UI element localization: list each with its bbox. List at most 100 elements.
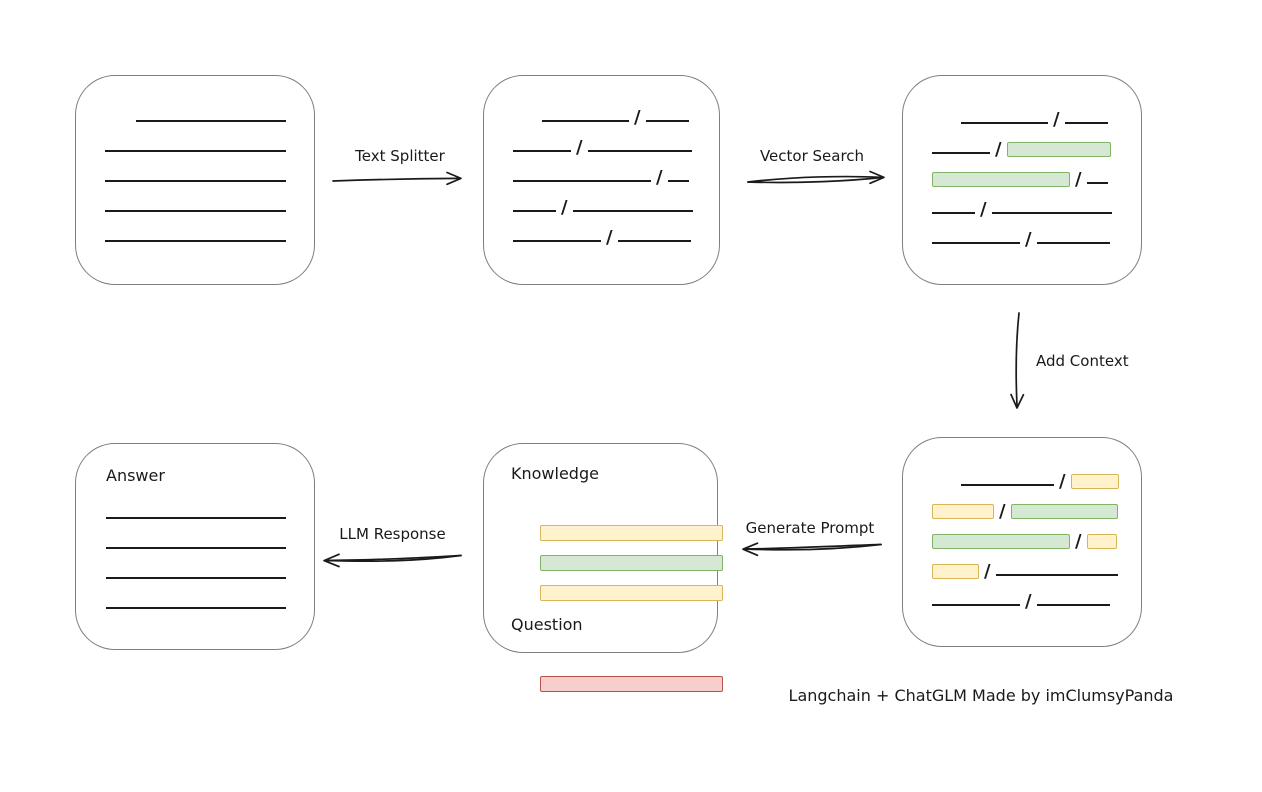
content-row [106,521,314,551]
prompt-box-content: Knowledge Question [484,444,723,692]
red-chunk-bar [540,676,723,692]
slash-separator: / [561,197,568,218]
text-line [513,210,556,212]
green-chunk-bar [932,534,1070,549]
add-context-arrow-icon [1010,312,1025,409]
content-row: / [932,529,1141,552]
yellow-chunk-bar [932,504,994,519]
text-line [105,150,286,152]
text-line [995,574,1118,576]
content-row [105,105,314,125]
green-chunk-bar [540,555,723,571]
text-line [106,607,286,609]
yellow-chunk-bar [1086,534,1117,549]
knowledge-bars [511,496,723,601]
text-line [961,122,1048,124]
split-chunks-box: / / / / / [483,75,720,285]
text-line [1064,122,1108,124]
chunk-lines: / / / / / [484,76,719,247]
text-line [932,242,1020,244]
text-line [136,120,286,122]
text-line [105,210,286,212]
retrieved-chunk-lines: ///// [903,76,1141,250]
text-line [105,240,286,242]
text-line [513,240,601,242]
content-row: / [932,227,1141,250]
slash-separator: / [1059,471,1066,492]
vector-search-arrow-icon [747,170,885,185]
text-line [513,180,651,182]
content-row [106,551,314,581]
green-chunk-bar [1010,504,1118,519]
content-row: / [932,197,1141,220]
caption: Langchain + ChatGLM Made by imClumsyPand… [788,686,1174,705]
text-line [542,120,629,122]
text-line [667,180,689,182]
content-row: / [932,137,1141,160]
content-row [540,555,723,571]
content-row [106,581,314,611]
yellow-chunk-bar [540,525,723,541]
content-row: / [513,225,719,247]
content-row [105,165,314,185]
text-line [1036,604,1110,606]
prompt-box: Knowledge Question [483,443,723,692]
content-row [540,585,723,601]
text-line [572,210,693,212]
content-row [540,676,723,692]
slash-separator: / [1075,531,1082,552]
green-chunk-bar [1006,142,1111,157]
text-line [932,212,975,214]
slash-separator: / [1025,591,1032,612]
content-row: / [513,165,719,187]
text-line [1036,242,1110,244]
llm-response-arrow-icon [323,553,462,568]
content-row: / [932,499,1141,521]
text-line [587,150,692,152]
question-bar [511,647,723,692]
yellow-chunk-bar [1070,474,1119,489]
slash-separator: / [995,139,1002,160]
content-row [540,525,723,541]
slash-separator: / [576,137,583,158]
content-row [106,491,314,521]
text-line [932,604,1020,606]
content-row: / [932,559,1141,582]
green-chunk-bar [932,172,1070,187]
text-line [106,517,286,519]
slash-separator: / [634,107,641,128]
content-row: / [932,589,1141,612]
content-row: / [932,167,1141,189]
text-line [106,577,286,579]
content-row: / [513,105,719,128]
text-line [105,180,286,182]
content-row: / [513,195,719,218]
question-label: Question [511,615,583,634]
text-line [961,484,1054,486]
slash-separator: / [980,199,987,220]
answer-box-content: Answer [76,444,314,611]
answer-box: Answer [75,443,315,650]
answer-label: Answer [106,466,165,485]
context-chunk-lines: / / / / / [903,438,1141,612]
slash-separator: / [984,561,991,582]
vector-search-label: Vector Search [759,147,865,165]
text-line [991,212,1112,214]
text-splitter-arrow-icon [332,171,462,186]
generate-prompt-label: Generate Prompt [745,519,875,537]
vector-search-result-box: ///// [902,75,1142,285]
source-document-box [75,75,315,285]
yellow-chunk-bar [932,564,979,579]
content-row [105,135,314,155]
text-line [617,240,691,242]
text-line [932,152,990,154]
text-splitter-label: Text Splitter [355,147,445,165]
add-context-label: Add Context [1036,352,1129,370]
slash-separator: / [1025,229,1032,250]
content-row: / [513,135,719,158]
answer-lines [106,486,314,611]
context-chunks-box: / / / / / [902,437,1142,647]
knowledge-label: Knowledge [511,464,599,483]
content-row: / [932,469,1141,492]
